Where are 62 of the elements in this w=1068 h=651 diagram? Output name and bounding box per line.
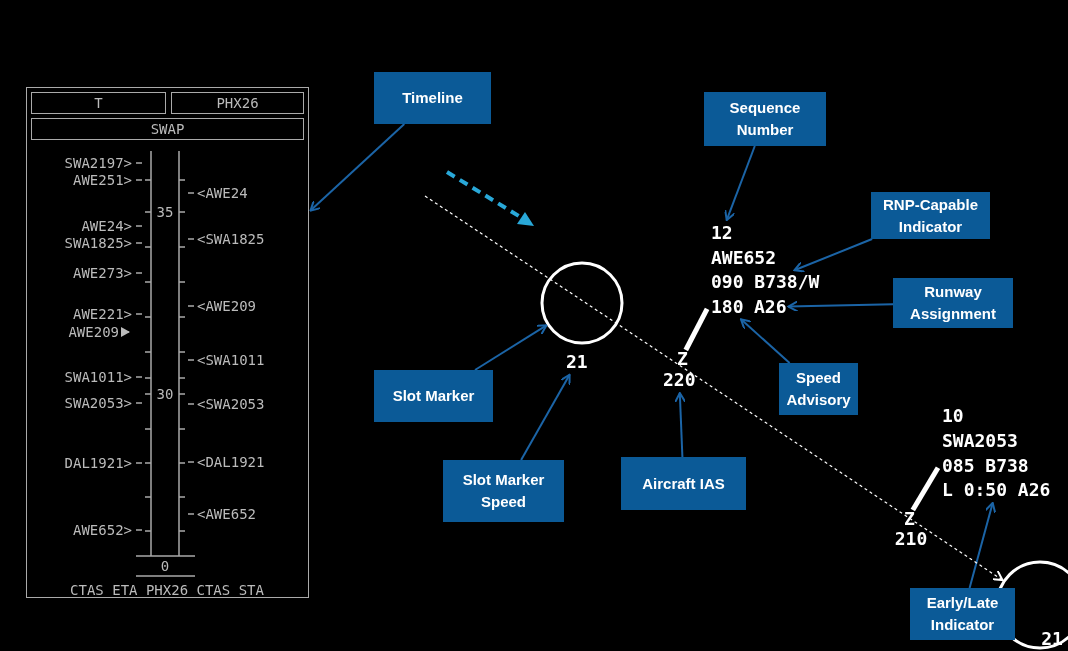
timeline-header: SWAP — [31, 118, 304, 140]
flight-label: <SWA1011 — [197, 352, 265, 368]
sequence-number: 10 — [942, 405, 964, 427]
timeline-header: T — [31, 92, 166, 114]
leader-arrow — [724, 145, 756, 222]
flight-label: <DAL1921 — [197, 454, 265, 470]
flight-label: AWE221> — [73, 306, 132, 322]
callout-box: Slot Marker Speed — [443, 460, 564, 522]
timeline-panel — [26, 87, 309, 598]
flight-label: SWA2053> — [64, 395, 132, 411]
flight-label: <SWA1825 — [197, 231, 265, 247]
column-heading: CTAS ETA PHX26 CTAS STA — [70, 582, 264, 598]
flight-label: <AWE24 — [197, 185, 248, 201]
leader-arrow — [520, 373, 571, 461]
slot-speed-text: 21 — [566, 351, 588, 373]
aircraft-callsign: AWE652 — [711, 247, 777, 269]
altitude-type-text: 085 B738 — [942, 455, 1029, 477]
leader-arrow — [674, 392, 687, 458]
callout-box: Sequence Number — [704, 92, 826, 146]
aircraft-symbol-text: Z — [904, 508, 915, 530]
flight-label: AWE209 — [68, 324, 119, 340]
early-late-text: L 0:50 A26 — [942, 479, 1051, 501]
tag-leader-line — [683, 307, 710, 352]
callout-box: Timeline — [374, 72, 491, 124]
time-scale-number: 35 — [156, 204, 174, 220]
time-scale-number: 0 — [160, 558, 170, 574]
callout-box: Speed Advisory — [779, 363, 858, 415]
flight-label: AWE24> — [81, 218, 132, 234]
leader-arrow — [968, 501, 997, 589]
airspeed-text: 210 — [894, 527, 928, 549]
airspeed-text: 220 — [663, 369, 696, 391]
leader-arrow — [309, 123, 406, 212]
aircraft-callsign: SWA2053 — [942, 430, 1018, 452]
aircraft-symbol-text: Z — [677, 348, 688, 370]
callout-box: Slot Marker — [374, 370, 493, 422]
flight-label: SWA1011> — [64, 369, 132, 385]
flight-label: <AWE209 — [197, 298, 256, 314]
flight-label: AWE251> — [73, 172, 132, 188]
flight-label: <AWE652 — [197, 506, 256, 522]
flight-path-arrow — [424, 195, 1004, 582]
callout-box: Aircraft IAS — [621, 457, 746, 510]
leader-arrow — [474, 324, 548, 371]
flight-label: AWE273> — [73, 265, 132, 281]
tag-leader-line — [910, 466, 941, 512]
flight-label: <SWA2053 — [197, 396, 265, 412]
flight-label: SWA1825> — [64, 235, 132, 251]
callout-box: Early/Late Indicator — [910, 588, 1015, 640]
leader-arrow — [787, 300, 894, 313]
flight-label: DAL1921> — [64, 455, 132, 471]
time-scale-number: 30 — [156, 386, 174, 402]
callout-box: RNP-Capable Indicator — [871, 192, 990, 239]
leader-arrow — [793, 238, 874, 273]
runway-text: A26 — [754, 296, 787, 318]
callout-box: Runway Assignment — [893, 278, 1013, 328]
sequence-number: 12 — [711, 222, 733, 244]
flight-label: SWA2197> — [64, 155, 132, 171]
altitude-type-text: 090 B738/W — [711, 271, 820, 293]
speed-advisory-text: 180 — [711, 296, 744, 318]
timeline-header: PHX26 — [171, 92, 304, 114]
leader-arrow — [740, 318, 791, 364]
flight-label: AWE652> — [73, 522, 132, 538]
slot-marker-circle — [540, 261, 624, 345]
